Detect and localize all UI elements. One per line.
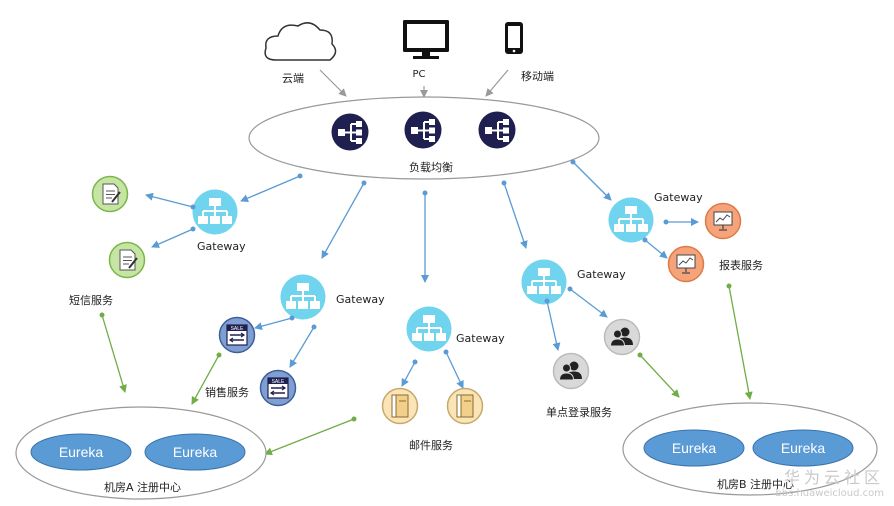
registry-b-label: 机房B 注册中心 — [717, 478, 795, 491]
gateway-sso-label: Gateway — [577, 268, 626, 281]
eureka-node-b1 — [643, 429, 745, 467]
eureka-node-a1 — [30, 433, 132, 471]
report-service-label: 报表服务 — [719, 259, 763, 272]
load-balancer-node-3 — [478, 111, 516, 149]
eureka-label-b2: Eureka — [781, 440, 826, 456]
gateway-sso — [521, 259, 567, 305]
sso-service-icon-1 — [552, 352, 590, 390]
sales-service-icon-2 — [259, 369, 297, 407]
report-service-icon-2 — [667, 245, 705, 283]
sms-service-label: 短信服务 — [69, 294, 113, 307]
mail-service-icon-2 — [446, 387, 484, 425]
phone-icon — [505, 22, 523, 54]
monitor-icon — [403, 20, 449, 59]
lb-to-gateway-arrows — [240, 159, 612, 283]
registry-a-ellipse — [15, 406, 267, 500]
mobile-label: 移动端 — [521, 70, 554, 83]
gateway-report-label: Gateway — [654, 191, 703, 204]
cloud-label: 云端 — [282, 72, 304, 85]
gateway-sms-label: Gateway — [197, 240, 246, 253]
mail-service-label: 邮件服务 — [409, 439, 453, 452]
eureka-label-b1: Eureka — [672, 440, 717, 456]
watermark-url: bbs.huaweicloud.com — [775, 488, 884, 499]
sms-service-icon-2 — [108, 241, 146, 279]
gateway-report — [608, 197, 654, 243]
sales-service-icon-1 — [218, 316, 256, 354]
cloud-icon — [264, 22, 337, 61]
watermark: 华为云社区 bbs.huaweicloud.com — [744, 464, 884, 499]
pc-label: PC — [412, 69, 426, 80]
eureka-node-b2 — [752, 429, 854, 467]
load-balancer-node-1 — [331, 113, 369, 151]
sms-service-icon-1 — [91, 175, 129, 213]
gateway-sales — [280, 274, 326, 320]
eureka-node-a2 — [144, 433, 246, 471]
sso-service-label: 单点登录服务 — [546, 406, 612, 419]
registry-b-ellipse — [622, 402, 878, 496]
report-service-icon-1 — [704, 202, 742, 240]
service-to-registry-arrows — [99, 283, 753, 456]
gateway-sms — [192, 189, 238, 235]
mail-service-icon-1 — [381, 387, 419, 425]
arrow-cloud-to-lb — [319, 69, 347, 97]
arrow-mobile-to-lb — [485, 69, 509, 97]
sso-service-icon-2 — [603, 318, 641, 356]
load-balancer-label: 负载均衡 — [409, 161, 453, 174]
sales-service-label: 销售服务 — [205, 386, 249, 399]
load-balancer-node-2 — [404, 111, 442, 149]
gateway-mail — [406, 306, 452, 352]
gateway-sales-label: Gateway — [336, 293, 385, 306]
eureka-label-a2: Eureka — [173, 444, 218, 460]
eureka-label-a1: Eureka — [59, 444, 104, 460]
gateway-mail-label: Gateway — [456, 332, 505, 345]
registry-a-label: 机房A 注册中心 — [104, 481, 182, 494]
gateway-to-service-arrows — [145, 192, 699, 389]
watermark-title: 华为云社区 — [783, 468, 884, 487]
